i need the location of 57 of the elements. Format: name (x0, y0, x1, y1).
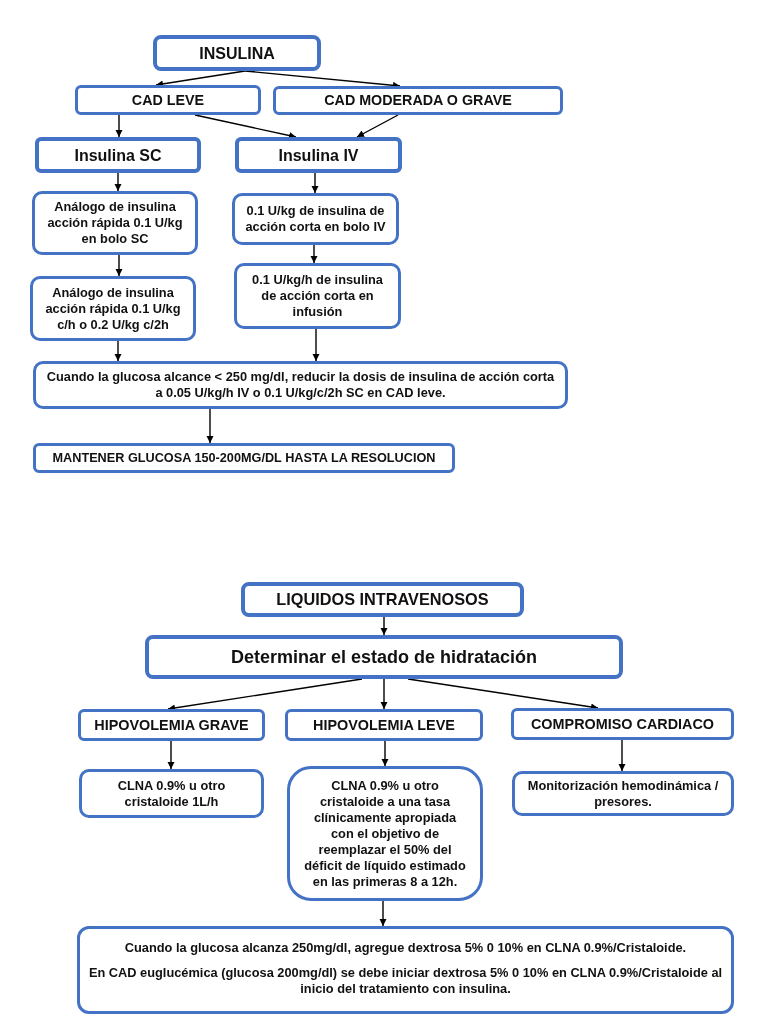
box-text: CAD LEVE (131, 91, 205, 109)
box-text: LIQUIDOS INTRAVENOSOS (276, 590, 489, 609)
category-box (285, 709, 483, 741)
arrow (114, 172, 122, 192)
title-box (153, 35, 321, 71)
box-text: HIPOVOLEMIA GRAVE (94, 716, 249, 734)
box-text: Análogo de insulina acción rápida 0.1 U/kg c/h o 0.2 U/kg c/2h (44, 284, 182, 333)
box-text: Cuando la glucosa alcance < 250 mg/dl, reducir la dosis de insulina de acción corta a 0.05 U/kg/h IV o 0.1 U/kg/c/2h SC en CAD leve. (45, 369, 556, 401)
box-text: Insulina SC (74, 145, 162, 165)
process-box (33, 361, 568, 409)
box-text: CLNA 0.9% u otro cristaloide a una tasa clínicamente apropiada con el objetivo de reemplazar el 50% del déficit de líquido estimado en las primeras 8 a 12h. (303, 777, 467, 890)
process-box (232, 193, 399, 245)
category-box (78, 709, 265, 741)
process-box (145, 635, 623, 679)
category-box (511, 708, 734, 740)
arrow (311, 172, 319, 194)
title-box (241, 582, 524, 617)
arrow (167, 740, 175, 770)
box-text: Análogo de insulina acción rápida 0.1 U/kg en bolo SC (46, 199, 184, 247)
box-text: En CAD euglucémica (glucosa 200mg/dl) se debe iniciar dextrosa 5% 0 10% en CLNA 0.9%/Cristaloide al inicio del tratamiento con insulina. (87, 965, 724, 997)
box-text: 0.1 U/kg/h de insulina de acción corta en infusión (251, 272, 384, 320)
process-box (234, 263, 401, 329)
box-text: MANTENER GLUCOSA 150-200MG/DL HASTA LA RESOLUCION (52, 450, 436, 466)
arrow (618, 739, 626, 772)
box-text: HIPOVOLEMIA LEVE (313, 716, 455, 734)
box-text: CAD MODERADA O GRAVE (324, 92, 512, 109)
arrow (312, 328, 320, 362)
arrow (114, 340, 122, 362)
process-box (79, 769, 264, 818)
arrow (380, 616, 388, 636)
box-text: INSULINA (199, 43, 275, 63)
arrow (379, 900, 387, 927)
category-box (273, 86, 563, 115)
box-text: Monitorización hemodinámica / presores. (526, 777, 720, 810)
arrow (115, 114, 123, 138)
process-box (77, 926, 734, 1014)
category-box (75, 85, 261, 115)
box-text: Cuando la glucosa alcanza 250mg/dl, agregue dextrosa 5% 0 10% en CLNA 0.9%/Cristaloide. (124, 940, 687, 956)
box-text: Insulina IV (278, 145, 359, 165)
arrow (381, 740, 389, 767)
process-box (287, 766, 483, 901)
route-box (235, 137, 402, 173)
arrow (380, 678, 388, 710)
arrow (194, 114, 297, 139)
box-text: 0.1 U/kg de insulina de acción corta en bolo IV (244, 203, 387, 235)
box-text: Determinar el estado de hidratación (230, 646, 538, 668)
route-box (35, 137, 201, 173)
process-box (32, 191, 198, 255)
box-text: CLNA 0.9% u otro cristaloide 1L/h (116, 777, 227, 810)
arrow (206, 408, 214, 444)
arrow (310, 244, 318, 264)
arrow (356, 114, 399, 138)
process-box (30, 276, 196, 341)
arrow (115, 254, 123, 277)
process-box (512, 771, 734, 816)
process-box (33, 443, 455, 473)
box-text: COMPROMISO CARDIACO (530, 715, 715, 733)
